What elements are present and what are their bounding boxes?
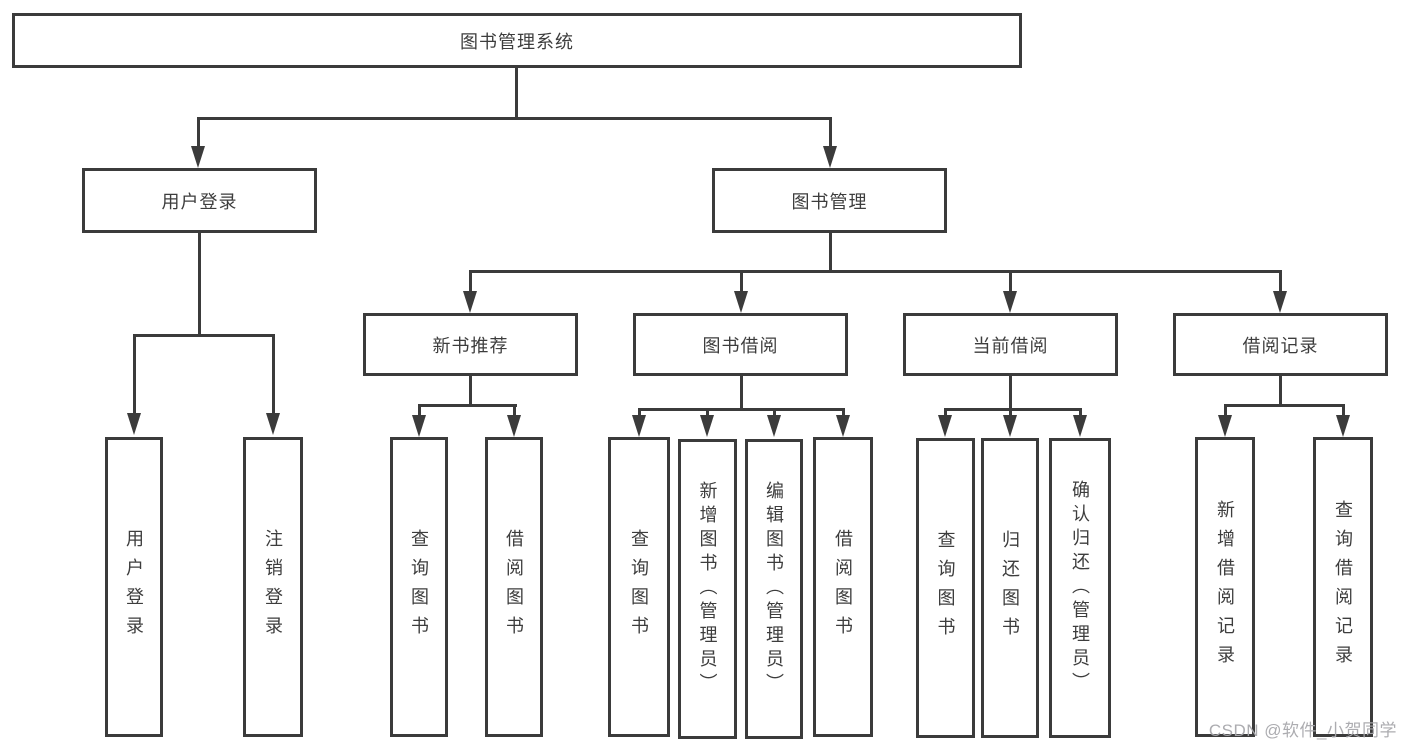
node-leaf-br-add-record: 新增借阅记录: [1195, 437, 1255, 737]
node-leaf-bb-add-books-label: 新增图书（管理员）: [697, 481, 718, 697]
arrow-down-icon: [507, 415, 521, 437]
arrow-down-icon: [1003, 291, 1017, 313]
connector-new-book-recommend-riser: [469, 375, 472, 407]
node-leaf-user-login-label: 用户登录: [124, 529, 144, 645]
node-borrow-records-label: 借阅记录: [1242, 335, 1319, 356]
watermark: CSDN @软件_小贺同学: [1208, 721, 1397, 740]
arrow-down-icon: [1273, 291, 1287, 313]
connector-level2-rail: [197, 117, 832, 120]
node-leaf-rec-query-books: 查询图书: [390, 437, 448, 737]
arrow-down-icon: [463, 291, 477, 313]
node-leaf-bb-query-books: 查询图书: [608, 437, 670, 737]
connector-drop-leaf-user-login: [133, 334, 136, 415]
node-leaf-logout-label: 注销登录: [263, 529, 283, 645]
node-leaf-cb-return-books: 归还图书: [981, 438, 1039, 738]
connector-drop-bb-add: [706, 408, 709, 417]
arrow-down-icon: [1003, 415, 1017, 437]
arrow-down-icon: [938, 415, 952, 437]
node-leaf-logout: 注销登录: [243, 437, 303, 737]
connector-drop-borrow-records: [1279, 270, 1282, 293]
arrow-down-icon: [632, 415, 646, 437]
connector-drop-br-add: [1224, 404, 1227, 417]
connector-drop-book-management: [829, 117, 832, 149]
node-current-borrow: 当前借阅: [903, 313, 1118, 376]
connector-drop-book-borrow: [740, 270, 743, 293]
node-new-book-recommend-label: 新书推荐: [432, 335, 509, 356]
node-leaf-cb-confirm-return: 确认归还（管理员）: [1049, 438, 1111, 738]
node-user-login-group-label: 用户登录: [161, 191, 238, 212]
arrow-down-icon: [734, 291, 748, 313]
connector-drop-user-login: [197, 117, 200, 149]
connector-book-borrow-rail: [638, 408, 845, 411]
node-leaf-bb-edit-books: 编辑图书（管理员）: [745, 439, 803, 739]
node-leaf-cb-query-books-label: 查询图书: [935, 530, 956, 646]
node-leaf-bb-edit-books-label: 编辑图书（管理员）: [764, 481, 784, 697]
connector-book-borrow-riser: [740, 376, 743, 411]
node-leaf-rec-borrow-books: 借阅图书: [485, 437, 543, 737]
node-leaf-user-login: 用户登录: [105, 437, 163, 737]
arrow-down-icon: [836, 415, 850, 437]
node-leaf-br-query-record-label: 查询借阅记录: [1333, 500, 1353, 674]
node-current-borrow-label: 当前借阅: [972, 335, 1049, 356]
connector-user-login-rail: [133, 334, 275, 337]
node-leaf-bb-add-books: 新增图书（管理员）: [678, 439, 737, 739]
connector-drop-bb-borrow: [842, 408, 845, 417]
node-book-borrow-label: 图书借阅: [702, 335, 779, 356]
arrow-down-icon: [412, 415, 426, 437]
node-leaf-cb-confirm-return-label: 确认归还（管理员）: [1070, 480, 1090, 696]
node-book-borrow: 图书借阅: [633, 313, 848, 376]
node-leaf-bb-query-books-label: 查询图书: [629, 529, 649, 645]
arrow-down-icon: [127, 413, 141, 435]
node-leaf-br-query-record: 查询借阅记录: [1313, 437, 1373, 737]
node-book-management-group: 图书管理: [712, 168, 947, 233]
node-root-label: 图书管理系统: [460, 31, 574, 52]
connector-borrow-records-riser: [1279, 376, 1282, 407]
node-leaf-bb-borrow-books-label: 借阅图书: [833, 529, 853, 645]
connector-book-management-riser: [829, 233, 832, 273]
connector-current-borrow-rail: [944, 408, 1082, 411]
node-root: 图书管理系统: [12, 13, 1022, 68]
node-book-management-group-label: 图书管理: [791, 191, 868, 212]
connector-drop-cb-return: [1009, 408, 1012, 417]
connector-current-borrow-riser: [1009, 376, 1012, 411]
connector-root-riser: [515, 68, 518, 119]
arrow-down-icon: [1336, 415, 1350, 437]
connector-drop-rec-query: [418, 404, 421, 417]
node-leaf-rec-query-books-label: 查询图书: [409, 529, 429, 645]
arrow-down-icon: [1218, 415, 1232, 437]
node-leaf-cb-query-books: 查询图书: [916, 438, 975, 738]
arrow-down-icon: [1073, 415, 1087, 437]
node-leaf-cb-return-books-label: 归还图书: [1000, 530, 1020, 646]
connector-drop-current-borrow: [1009, 270, 1012, 293]
arrow-down-icon: [767, 415, 781, 437]
connector-new-book-recommend-rail: [418, 404, 517, 407]
connector-drop-new-book-recommend: [469, 270, 472, 293]
connector-drop-br-query: [1342, 404, 1345, 417]
arrow-down-icon: [700, 415, 714, 437]
connector-borrow-records-rail: [1224, 404, 1345, 407]
node-user-login-group: 用户登录: [82, 168, 317, 233]
connector-drop-cb-query: [944, 408, 947, 417]
node-borrow-records: 借阅记录: [1173, 313, 1388, 376]
node-leaf-rec-borrow-books-label: 借阅图书: [504, 529, 524, 645]
connector-drop-bb-query: [638, 408, 641, 417]
node-leaf-br-add-record-label: 新增借阅记录: [1215, 500, 1235, 674]
arrow-down-icon: [823, 146, 837, 168]
node-leaf-bb-borrow-books: 借阅图书: [813, 437, 873, 737]
arrow-down-icon: [266, 413, 280, 435]
node-new-book-recommend: 新书推荐: [363, 313, 578, 376]
connector-drop-rec-borrow: [513, 404, 516, 417]
connector-drop-leaf-logout: [272, 334, 275, 415]
connector-level3-rail: [469, 270, 1282, 273]
connector-drop-bb-edit: [773, 408, 776, 417]
connector-drop-cb-confirm: [1079, 408, 1082, 417]
connector-user-login-riser: [198, 233, 201, 337]
arrow-down-icon: [191, 146, 205, 168]
